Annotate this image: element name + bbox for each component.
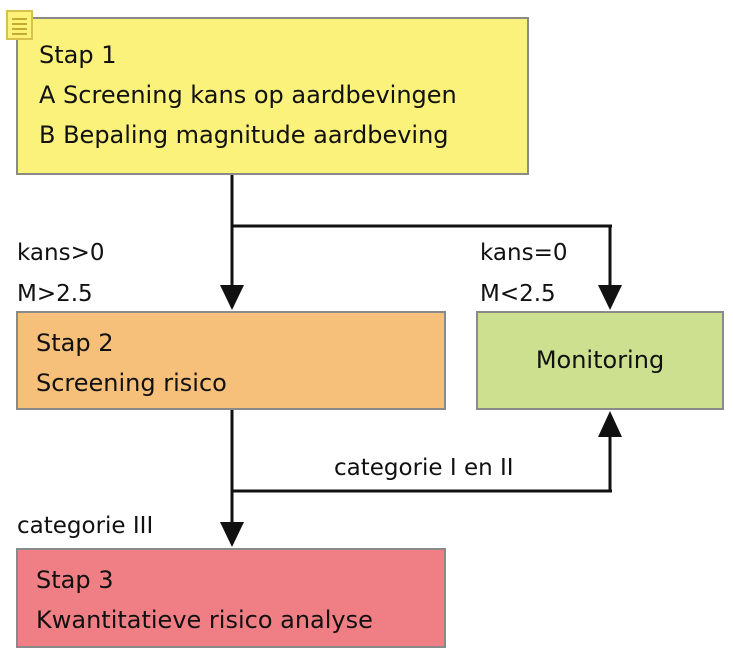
condition-left-kans: kans>0 — [17, 240, 105, 266]
condition-categorie-high: categorie III — [17, 513, 154, 539]
monitoring-box — [476, 311, 724, 410]
condition-left-magnitude: M>2.5 — [17, 281, 93, 307]
arrow-to-stap3 — [220, 522, 244, 547]
stap1-title: Stap 1 — [39, 41, 117, 69]
arrow-to-stap2 — [220, 285, 244, 310]
condition-right-magnitude: M<2.5 — [480, 281, 556, 307]
stap2-title: Stap 2 — [36, 329, 114, 357]
arrow-to-monitoring — [598, 285, 622, 310]
condition-categorie-low: categorie I en II — [334, 455, 514, 481]
stap2-box — [16, 311, 446, 410]
arrow-up-to-monitoring — [598, 411, 622, 437]
stap2-subtitle: Screening risico — [36, 369, 227, 397]
stap3-subtitle: Kwantitatieve risico analyse — [36, 606, 373, 634]
stap1-box — [16, 17, 529, 175]
stap3-title: Stap 3 — [36, 566, 114, 594]
monitoring-label: Monitoring — [535, 346, 665, 374]
condition-right-kans: kans=0 — [480, 240, 568, 266]
stap1-line-b: B Bepaling magnitude aardbeving — [39, 121, 449, 149]
stap1-line-a: A Screening kans op aardbevingen — [39, 81, 457, 109]
note-icon[interactable] — [6, 10, 33, 40]
